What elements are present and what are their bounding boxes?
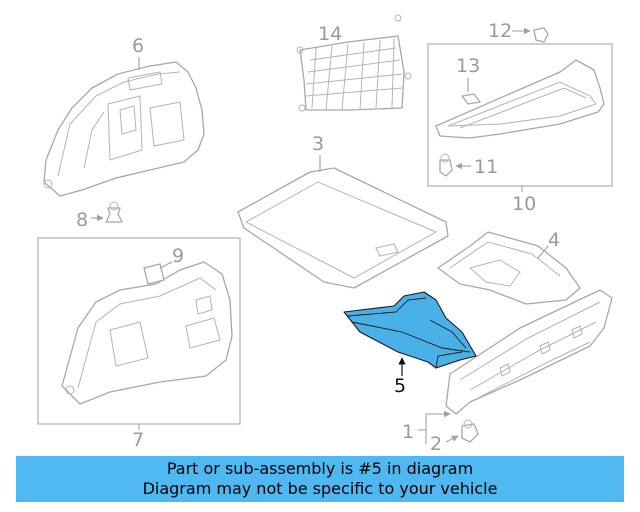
part-12-clip [533,27,549,43]
part-4-rear-floor-trim [437,231,581,305]
callout-2: 2 [430,433,442,455]
part-10-tonneau-cover [435,59,605,139]
callout-4: 4 [548,229,560,251]
callout-6: 6 [132,35,144,57]
callout-3: 3 [312,133,324,155]
callout-10: 10 [512,193,536,215]
callout-12: 12 [488,20,512,42]
banner-line-2: Diagram may not be specific to your vehi… [142,479,498,498]
callout-14: 14 [318,23,342,45]
part-5-highlighted-floor-panel [343,291,477,369]
group-10-box [427,43,613,187]
callout-11: 11 [474,156,498,178]
part-7-quarter-trim-right [61,261,233,405]
callout-1: 1 [402,421,414,443]
callout-8: 8 [76,209,88,231]
part-3-floor-board [237,167,449,289]
part-9-bracket [143,263,165,285]
part-1-rear-sill-plate [445,289,613,415]
part-8-clip [105,201,123,223]
banner-line-1: Part or sub-assembly is #5 in diagram [166,459,474,478]
callout-5: 5 [394,375,406,397]
part-2-clip [461,419,479,443]
callout-9: 9 [172,245,184,267]
part-11-clip [439,153,453,177]
callout-7: 7 [132,429,144,451]
callout-13: 13 [456,55,480,77]
info-banner: Part or sub-assembly is #5 in diagram Di… [16,456,624,502]
part-14-cargo-net [296,14,412,112]
part-13-pad [461,93,481,105]
part-6-quarter-trim-left [43,61,205,197]
